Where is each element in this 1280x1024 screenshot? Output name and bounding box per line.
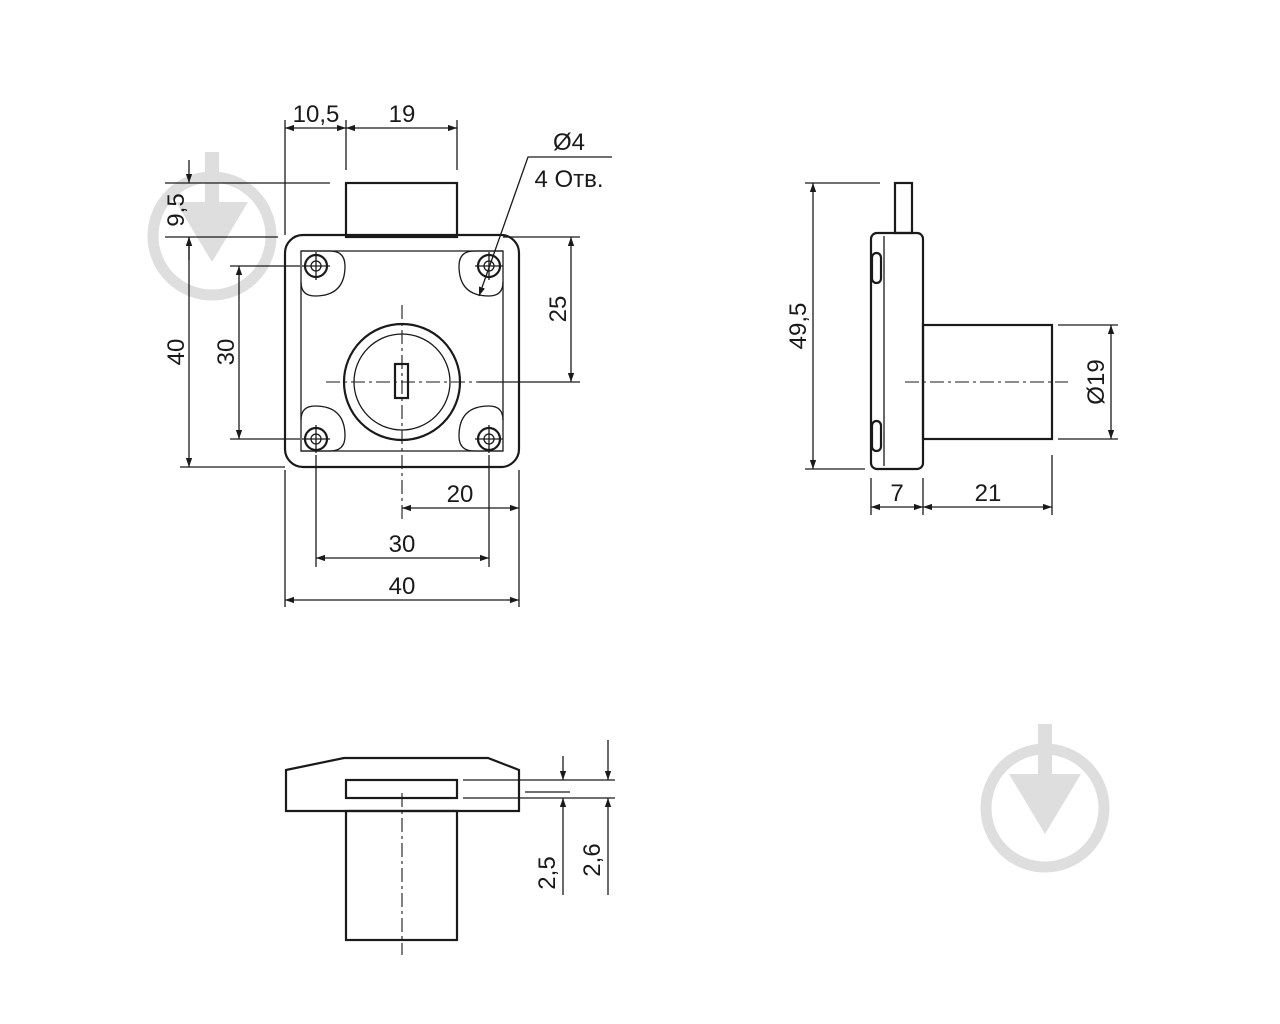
watermark-logo-icon bbox=[980, 724, 1110, 873]
side-view: 49,5 Ø19 7 21 bbox=[785, 181, 1118, 515]
watermark-logo-icon bbox=[147, 152, 277, 301]
dim-axis-to-top: 25 bbox=[545, 296, 572, 323]
dim-bolt-offset: 10,5 bbox=[293, 101, 340, 128]
dim-hole-spacing-vertical: 30 bbox=[213, 339, 240, 366]
dim-cylinder-length: 21 bbox=[975, 480, 1002, 507]
mounting-holes bbox=[302, 252, 503, 453]
dim-axis-offset: 20 bbox=[447, 481, 474, 508]
dim-width-total: 40 bbox=[389, 573, 416, 600]
dim-plate-thickness: 7 bbox=[890, 480, 903, 507]
side-plate bbox=[869, 231, 925, 471]
top-dimension-lines bbox=[559, 740, 612, 895]
dim-hole-spacing-horizontal: 30 bbox=[389, 531, 416, 558]
bolt-outline bbox=[344, 181, 459, 239]
dim-cylinder-diameter: Ø19 bbox=[1083, 359, 1110, 404]
dimension-lines bbox=[185, 124, 612, 604]
hole-count-note: 4 Отв. bbox=[534, 166, 603, 193]
top-view: 2,5 2,6 bbox=[284, 740, 615, 955]
side-dimension-lines bbox=[809, 183, 1115, 511]
side-bolt bbox=[893, 181, 914, 235]
dim-slot-height: 2,5 bbox=[534, 856, 561, 889]
front-view: 10,5 19 40 30 20 9,5 40 30 25 Ø4 4 Отв. bbox=[163, 101, 612, 607]
top-housing bbox=[284, 756, 521, 813]
side-hole-top bbox=[870, 251, 883, 285]
dim-bolt-projection: 9,5 bbox=[163, 193, 190, 226]
dim-slot-offset: 2,6 bbox=[579, 843, 606, 876]
hole-diameter-note: Ø4 bbox=[553, 129, 585, 156]
side-extension-lines bbox=[805, 182, 1118, 515]
dim-bolt-width: 19 bbox=[389, 101, 416, 128]
dim-height-total: 40 bbox=[163, 339, 190, 366]
side-hole-bottom bbox=[870, 419, 883, 453]
mounting-ears bbox=[300, 250, 504, 452]
top-extension-lines bbox=[463, 779, 615, 799]
dim-side-height: 49,5 bbox=[785, 303, 812, 350]
